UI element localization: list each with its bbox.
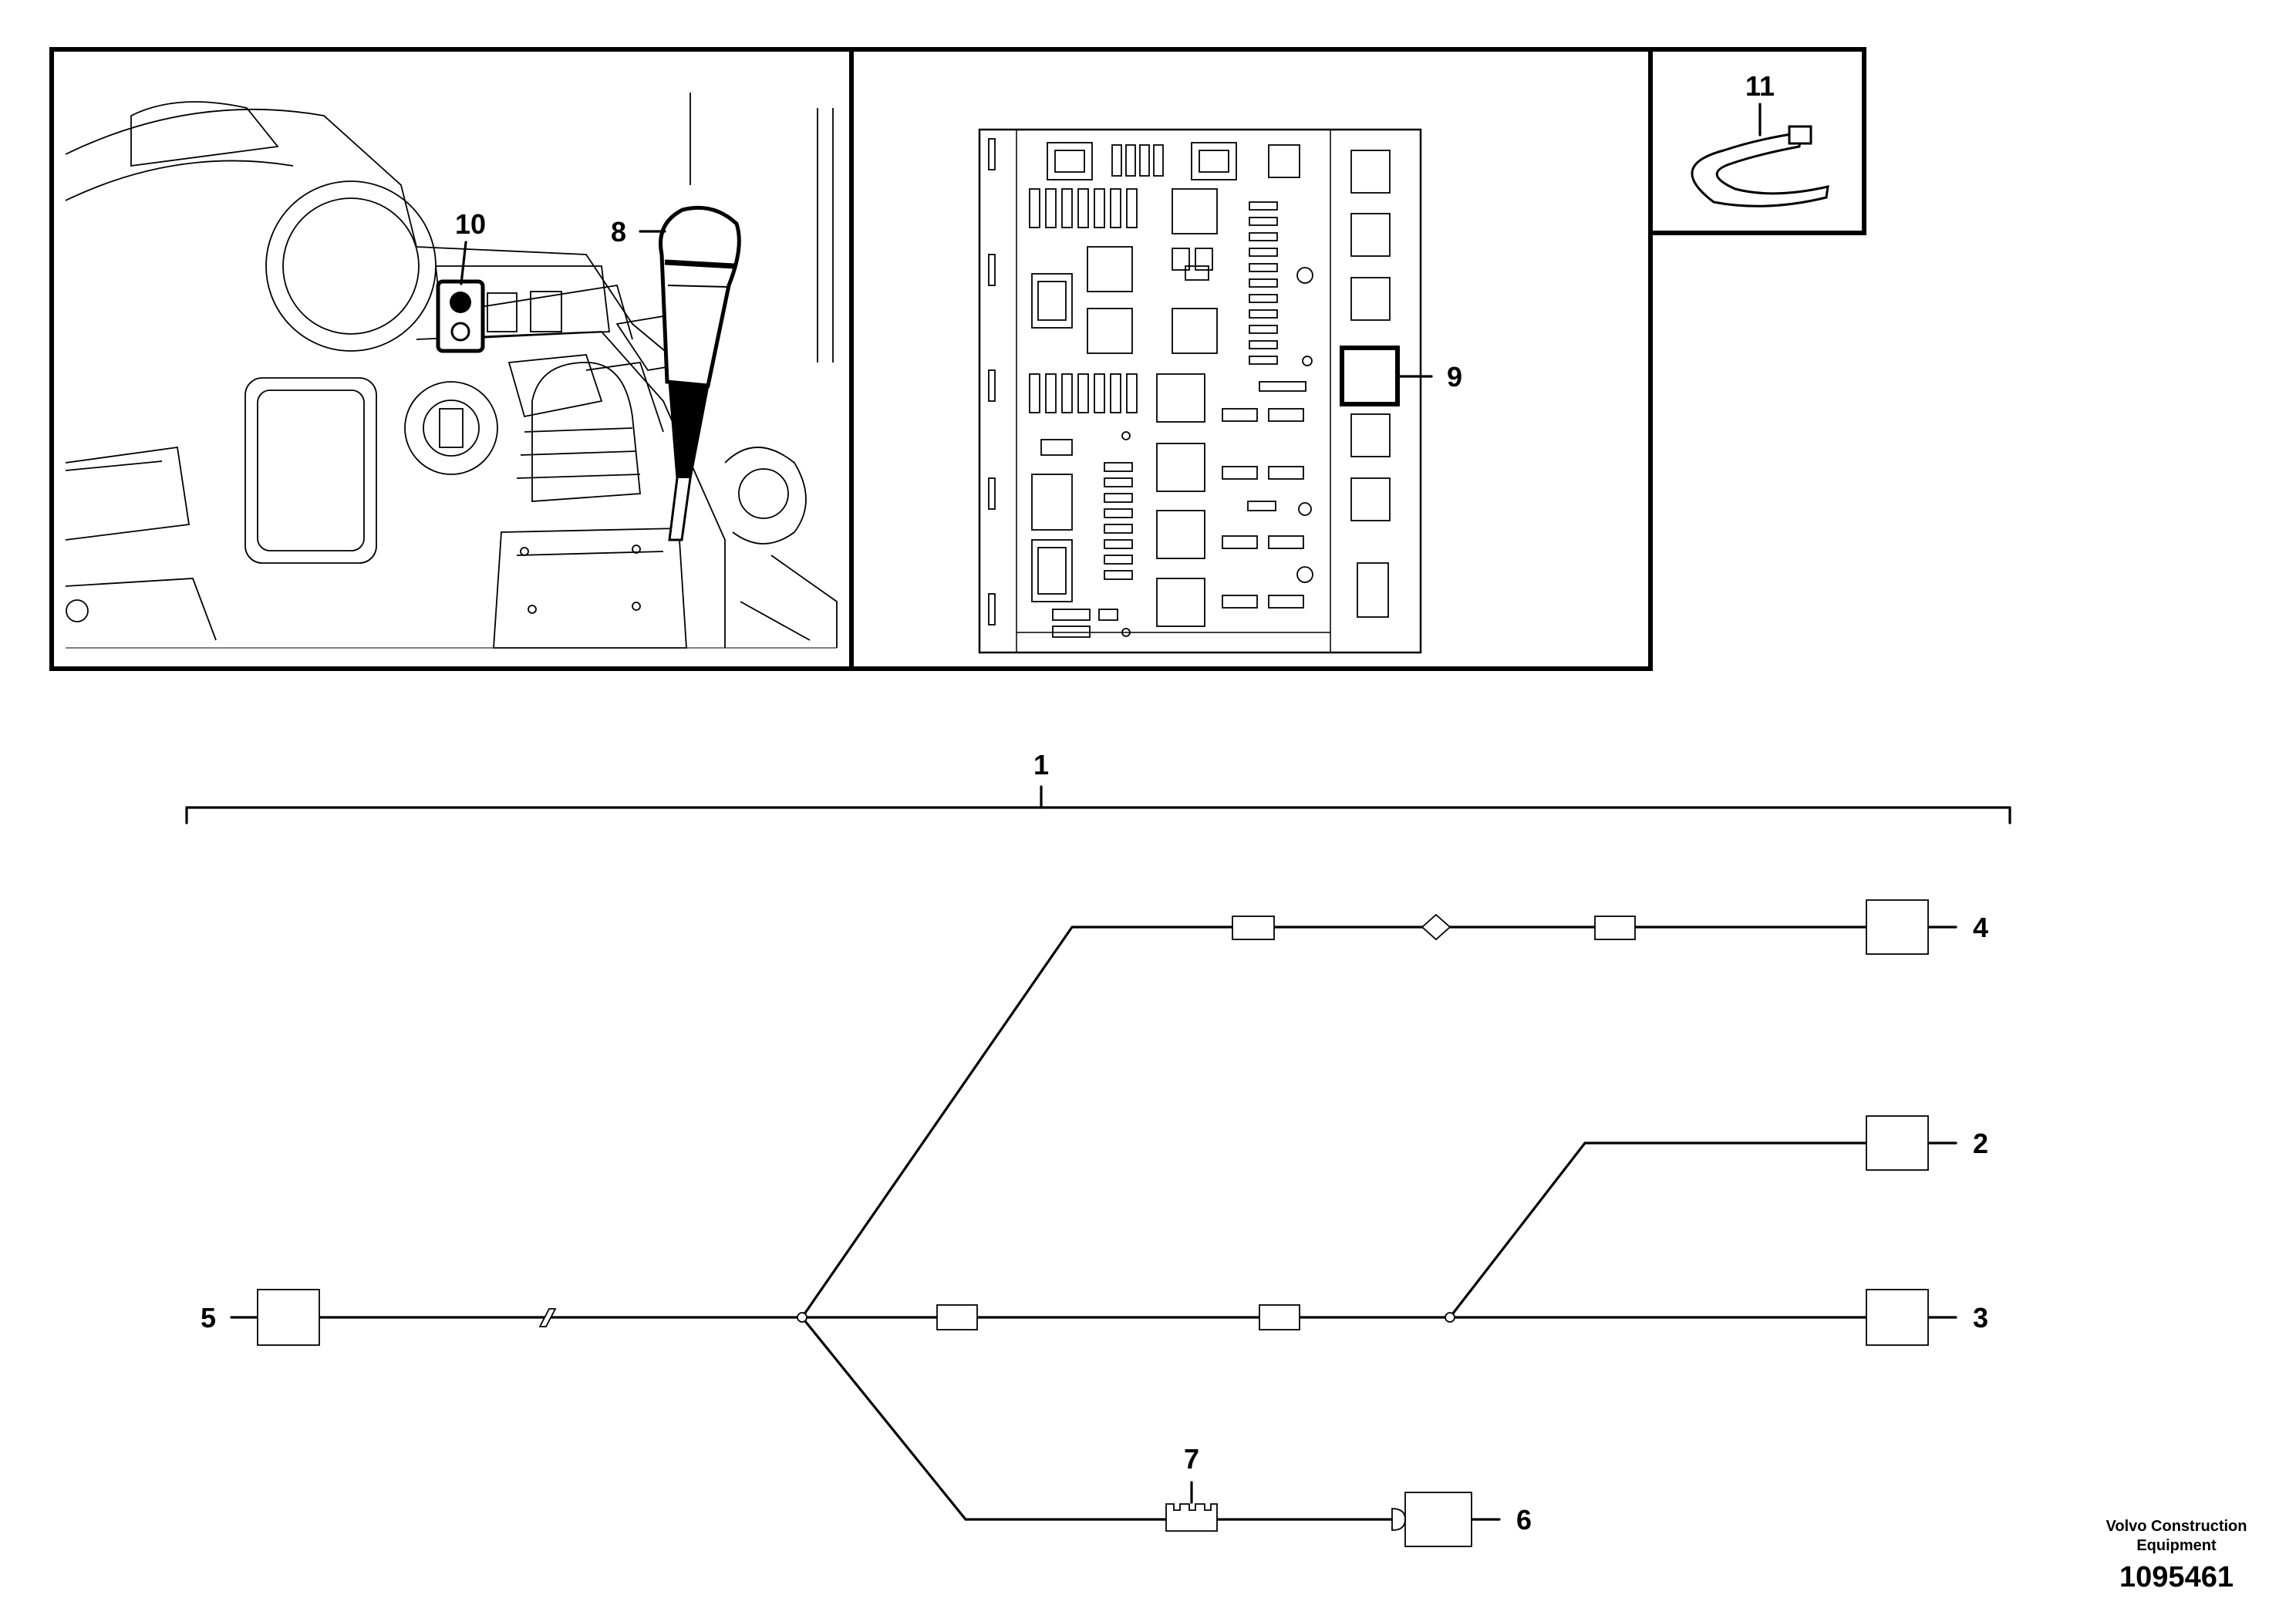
figure-footer: Volvo Construction Equipment 1095461 [2106, 1518, 2247, 1593]
joystick-icon [659, 205, 741, 541]
callout-11: 11 [1745, 70, 1775, 102]
callout-5: 5 [201, 1302, 216, 1334]
callout-8: 8 [611, 216, 626, 248]
relay-box-icon [978, 128, 1422, 654]
figure-number: 1095461 [2119, 1561, 2234, 1593]
connector-icon [257, 899, 1929, 1547]
relay-item-9 [1340, 346, 1400, 406]
top-panels [49, 47, 1866, 671]
leader-lines-top [460, 103, 1762, 378]
harness-bracket [185, 785, 2011, 824]
callout-4: 4 [1973, 912, 1988, 943]
cab-interior-illustration [65, 93, 838, 649]
callout-2: 2 [1973, 1128, 1988, 1159]
callout-9: 9 [1447, 361, 1462, 393]
callout-labels: 1 2 3 4 5 6 7 8 9 10 11 [201, 70, 1988, 1536]
fuse-icon [1104, 201, 1304, 609]
switch-icon [436, 279, 485, 353]
brand-line-2: Equipment [2136, 1537, 2217, 1554]
cable-tie-icon [1691, 125, 1829, 207]
callout-3: 3 [1973, 1302, 1988, 1334]
harness-wires [230, 926, 1957, 1521]
callout-1: 1 [1033, 749, 1049, 781]
callout-6: 6 [1516, 1504, 1532, 1536]
brand-line-1: Volvo Construction [2106, 1518, 2247, 1535]
callout-7: 7 [1184, 1443, 1199, 1475]
callout-10: 10 [455, 208, 486, 240]
